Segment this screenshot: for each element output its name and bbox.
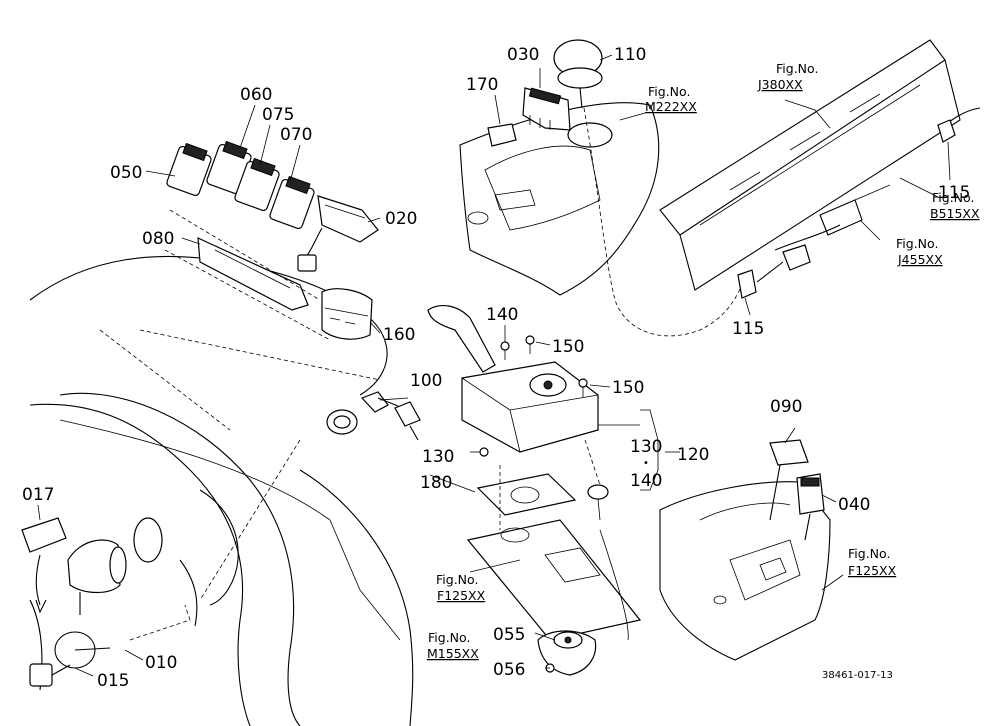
screw-150-b — [578, 378, 588, 397]
figure-references: Fig.No. M222XX Fig.No. J380XX Fig.No. B5… — [427, 61, 980, 661]
label-020: 020 — [385, 209, 417, 229]
label-180: 180 — [420, 473, 452, 493]
label-015: 015 — [97, 671, 129, 691]
label-120: 120 — [677, 445, 709, 465]
screw-130 — [470, 447, 489, 457]
clip-115-right — [937, 119, 956, 143]
label-017: 017 — [22, 485, 54, 505]
frame-rail — [659, 39, 981, 291]
part-labels: 050 060 075 070 020 080 160 030 110 170 … — [22, 45, 970, 691]
label-050: 050 — [110, 163, 142, 183]
label-140-right: 140 — [630, 471, 662, 491]
cover-170 — [487, 123, 517, 147]
label-075: 075 — [262, 105, 294, 125]
switch-075 — [234, 157, 280, 212]
label-160: 160 — [383, 325, 415, 345]
figref-j455-title: Fig.No. — [896, 236, 938, 251]
label-100: 100 — [410, 371, 442, 391]
label-090: 090 — [770, 397, 802, 417]
cable-015 — [29, 631, 111, 687]
switch-050 — [166, 142, 212, 197]
lever-switch-120 — [427, 304, 599, 453]
switch-040 — [796, 473, 825, 541]
ignition-switch-010 — [67, 539, 191, 641]
knob-110 — [553, 39, 743, 337]
switch-160 — [321, 288, 373, 340]
key-100 — [326, 391, 421, 441]
dashboard-outline — [29, 255, 414, 726]
label-070: 070 — [280, 125, 312, 145]
cap-017 — [21, 517, 67, 614]
label-040: 040 — [838, 495, 870, 515]
drawing-reference-code: 38461-017-13 — [822, 670, 893, 681]
socket-opening — [133, 517, 163, 563]
label-170: 170 — [466, 75, 498, 95]
svg-text:•: • — [643, 458, 649, 469]
figref-m155-title: Fig.No. — [428, 630, 470, 645]
figref-b515-code: B515XX — [930, 206, 980, 221]
label-080: 080 — [142, 229, 174, 249]
label-115-right: 115 — [938, 183, 970, 203]
base-plate — [466, 439, 642, 641]
key-switch-055 — [537, 630, 597, 676]
gasket-180 — [476, 473, 577, 516]
bracket-080 — [197, 237, 309, 311]
switch-070 — [269, 175, 315, 230]
label-130-left: 130 — [422, 447, 454, 467]
figref-j380-code: J380XX — [757, 77, 803, 92]
console-housing — [659, 481, 831, 661]
label-115-lower: 115 — [732, 319, 764, 339]
label-055: 055 — [493, 625, 525, 645]
figref-f125-left-title: Fig.No. — [436, 572, 478, 587]
label-150-a: 150 — [552, 337, 584, 357]
figref-m222-code: M222XX — [645, 99, 697, 114]
screw-140 — [500, 341, 510, 360]
label-150-b: 150 — [612, 378, 644, 398]
label-060: 060 — [240, 85, 272, 105]
console-panel-outline — [459, 102, 660, 296]
cover-090 — [769, 439, 809, 521]
label-010: 010 — [145, 653, 177, 673]
label-140: 140 — [486, 305, 518, 325]
figref-f125-right-title: Fig.No. — [848, 546, 890, 561]
label-056: 056 — [493, 660, 525, 680]
connector-020 — [297, 195, 379, 272]
figref-b515-title: Fig.No. — [932, 190, 974, 205]
figref-f125-right-code: F125XX — [848, 563, 897, 578]
label-130-right: 130 — [630, 437, 662, 457]
clip-115-lower — [737, 244, 811, 299]
figref-j380-title: Fig.No. — [776, 61, 818, 76]
label-110: 110 — [614, 45, 646, 65]
figref-m155-code: M155XX — [427, 646, 479, 661]
screw-150-a — [525, 335, 535, 354]
leader-lines — [37, 54, 951, 677]
figref-j455-code: J455XX — [897, 252, 943, 267]
switch-030 — [522, 87, 571, 131]
label-030: 030 — [507, 45, 539, 65]
figref-f125-left-code: F125XX — [437, 588, 486, 603]
figref-m222-title: Fig.No. — [648, 84, 690, 99]
